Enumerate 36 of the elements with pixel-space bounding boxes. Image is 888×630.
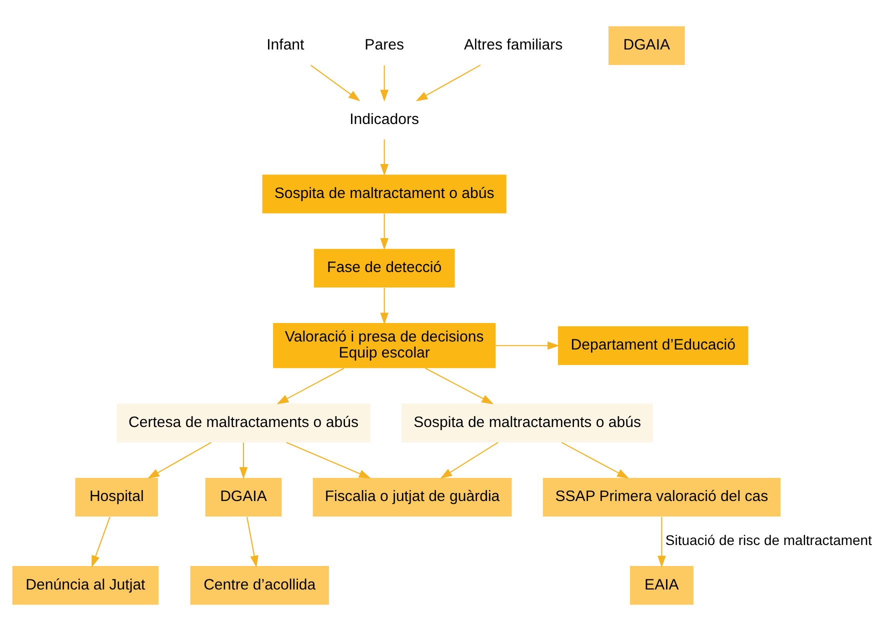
arrow: [425, 367, 494, 404]
node-box: SSAP Primera valoració del cas: [542, 477, 780, 516]
node-box: Fase de detecció: [314, 248, 455, 288]
arrow: [310, 64, 360, 101]
arrow: [496, 340, 560, 350]
arrow: [380, 138, 388, 176]
node-box: Centre d’acollida: [190, 566, 329, 604]
arrow: [416, 64, 481, 101]
node-box: Certesa de maltractaments o abús: [116, 403, 370, 442]
arrow: [380, 64, 388, 102]
node-text: Altres familiars: [464, 36, 563, 54]
arrow: [246, 516, 258, 568]
arrow: [286, 441, 371, 478]
node-box: Sospita de maltractament o abús: [262, 174, 506, 213]
arrow: [239, 442, 248, 478]
node-box: Hospital: [75, 477, 158, 516]
node-box: Valoració i presa de decisions Equip escolar: [273, 322, 496, 368]
node-text: Pares: [364, 36, 404, 54]
arrow: [380, 287, 388, 324]
node-box: Sospita de maltractaments o abús: [402, 403, 654, 442]
node-text: Infant: [266, 36, 304, 54]
arrow: [380, 213, 388, 250]
node-text: Indicadors: [350, 110, 420, 128]
edge-label: Situació de risc de maltractament: [665, 531, 872, 548]
arrow: [658, 516, 666, 568]
node-box: DGAIA: [608, 26, 685, 64]
arrow: [276, 367, 344, 404]
arrow: [561, 441, 629, 478]
arrow: [92, 516, 110, 567]
node-box: EAIA: [630, 566, 694, 604]
node-box: Fiscalia o jutjat de guàrdia: [312, 477, 512, 516]
arrow: [440, 441, 498, 478]
node-box: Departament d’Educació: [558, 326, 748, 364]
node-box: DGAIA: [205, 477, 282, 516]
arrow: [148, 441, 212, 478]
node-box: Denúncia al Jutjat: [12, 566, 159, 604]
